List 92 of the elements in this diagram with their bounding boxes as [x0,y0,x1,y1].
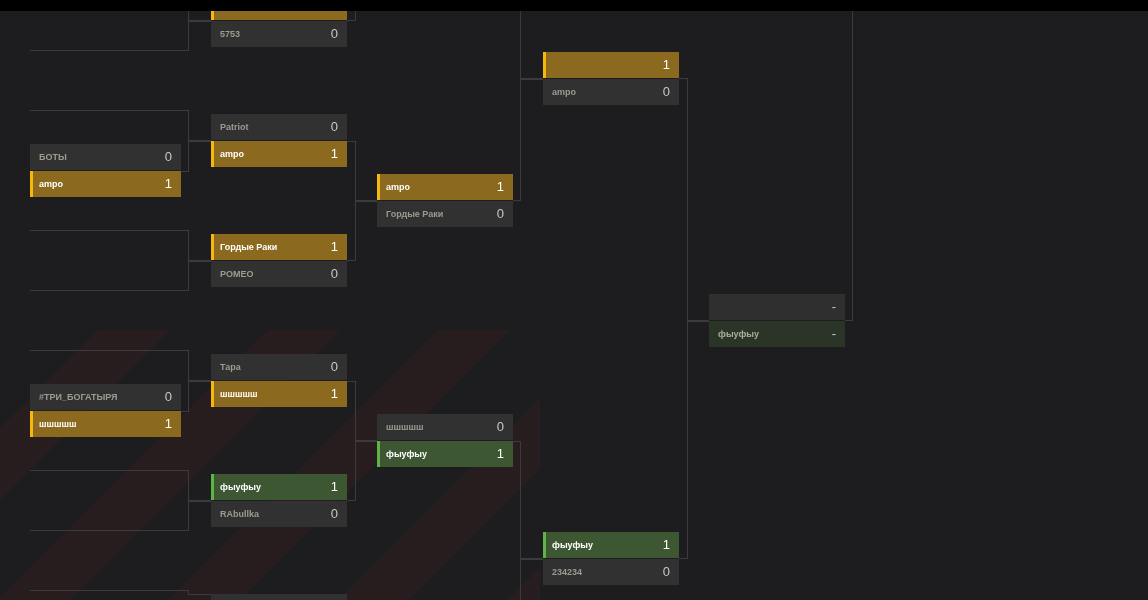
team-slot [377,441,513,467]
score: 0 [330,120,338,134]
score: 0 [330,360,338,374]
team-slot [377,201,513,227]
team-name: РОМЕО [220,269,254,279]
bracket-line [512,440,544,559]
team-slot [30,144,181,170]
bracket-line [29,20,212,51]
score: 0 [330,507,338,521]
score: 1 [496,180,504,194]
bracket-line [29,500,212,531]
team-slot [211,21,347,47]
score: 0 [662,85,670,99]
team-slot [377,174,513,200]
team-name: #ТРИ_БОГАТЫРЯ [39,392,118,402]
score: 1 [662,538,670,552]
score: 0 [496,420,504,434]
team-name: шшшшш [386,422,424,432]
team-name: ampo [386,182,410,192]
bracket-line [29,589,212,595]
bracket-line [29,469,212,501]
score: - [831,300,836,314]
bracket-line [519,558,544,600]
team-name: ampo [552,87,576,97]
team-slot [211,354,347,380]
score: - [831,327,836,341]
team-name: RAbullka [220,509,259,519]
team-slot [709,294,845,320]
bracket-line [180,140,212,172]
bracket-line [512,78,544,201]
team-slot [211,141,347,167]
team-slot [211,594,347,600]
bracket-line [346,200,378,261]
bracket-line [187,10,212,21]
team-slot [377,414,513,440]
score: 1 [164,417,172,431]
team-name: шшшшш [220,389,258,399]
score: 0 [164,150,172,164]
team-slot [543,79,679,105]
score: 1 [330,147,338,161]
score: 1 [496,447,504,461]
score: 1 [662,58,670,72]
team-slot [30,171,181,197]
team-slot [211,11,347,20]
score: 1 [330,240,338,254]
team-slot [211,234,347,260]
team-name: 234234 [552,567,583,577]
team-name: ampo [39,179,63,189]
bracket-line [346,140,378,201]
team-name: ampo [220,149,244,159]
team-slot [543,52,679,78]
team-slot [30,411,181,437]
team-name: фыуфыу [718,329,759,339]
score: 0 [330,267,338,281]
score: 1 [164,177,172,191]
team-name: 5753 [220,29,241,39]
team-name: БОТЫ [39,152,67,162]
team-name: Patriot [220,122,249,132]
team-name: Тара [220,362,241,372]
team-slot [211,261,347,287]
bracket-line [678,77,710,321]
team-slot [543,532,679,558]
team-slot [211,114,347,140]
score: 1 [330,480,338,494]
score: 0 [496,207,504,221]
score: 0 [662,565,670,579]
team-name: фыуфыу [386,449,427,459]
team-name: фыуфыу [220,482,261,492]
score: 0 [164,390,172,404]
team-slot [211,501,347,527]
score: 0 [330,27,338,41]
bracket-line [678,320,710,559]
bracket-line [844,10,853,321]
team-slot [709,321,845,347]
bracket-line [346,440,378,501]
team-slot [211,474,347,500]
team-name: Гордые Раки [220,242,278,252]
bracket-line [346,380,378,441]
team-name: Гордые Раки [386,209,444,219]
bracket-line [29,109,212,141]
team-slot [543,559,679,585]
bracket-line [346,10,356,21]
team-name: фыуфыу [552,540,593,550]
score: 1 [330,387,338,401]
bracket-line [29,349,212,381]
bracket-line [519,10,544,79]
team-slot [211,381,347,407]
bracket-line [29,229,212,261]
team-name: шшшшш [39,419,77,429]
bracket-line [29,260,212,291]
bracket-line [180,380,212,412]
team-slot [30,384,181,410]
